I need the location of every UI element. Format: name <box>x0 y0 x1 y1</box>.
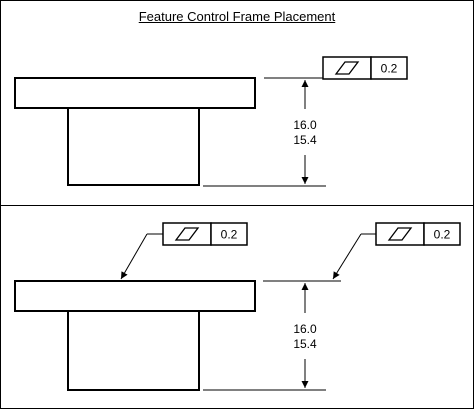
bottom-dimension-lower-text: 15.4 <box>293 337 317 351</box>
flatness-icon <box>174 227 200 241</box>
bottom-part <box>14 280 256 391</box>
bottom-right-feature-control-frame: 0.2 <box>375 222 461 246</box>
bottom-right-tolerance-value: 0.2 <box>434 228 451 242</box>
flatness-icon <box>334 61 360 75</box>
top-feature-control-frame: 0.2 <box>322 56 408 80</box>
top-body <box>67 107 200 186</box>
top-tolerance-value: 0.2 <box>381 62 398 76</box>
diagram-title: Feature Control Frame Placement <box>138 9 336 24</box>
bottom-left-tolerance-value: 0.2 <box>221 228 238 242</box>
top-part <box>14 77 256 186</box>
flatness-icon <box>387 227 413 241</box>
bottom-flange <box>14 280 256 312</box>
top-flange <box>14 77 256 109</box>
bottom-body <box>67 310 200 391</box>
bottom-left-leader-diagonal <box>120 233 148 280</box>
bottom-dimension-upper-text: 16.0 <box>293 322 317 336</box>
section-divider <box>1 205 473 206</box>
bottom-left-feature-control-frame: 0.2 <box>162 222 248 246</box>
top-dimension-lower-text: 15.4 <box>293 133 317 147</box>
top-dimension-upper-text: 16.0 <box>293 118 317 132</box>
bottom-right-leader-diagonal <box>332 233 362 280</box>
